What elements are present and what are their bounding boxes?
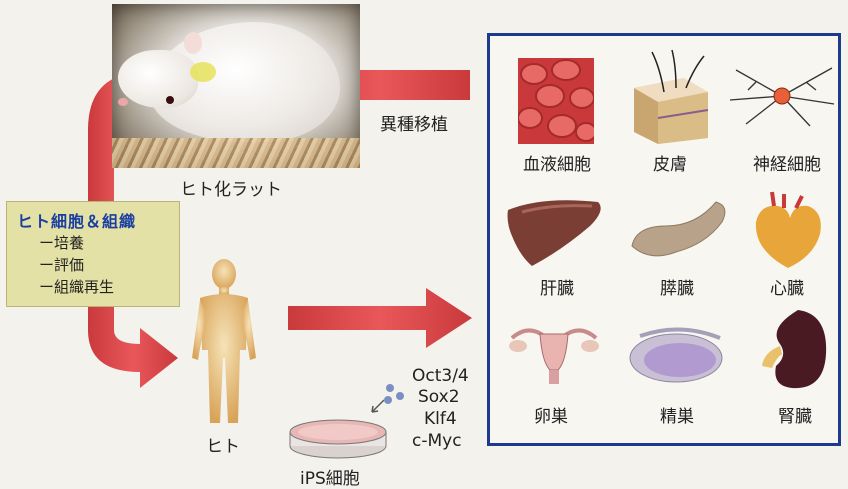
- organ-label-blood: 血液細胞: [502, 150, 612, 175]
- organ-label-liver: 肝臓: [502, 274, 612, 299]
- cell-box-item: ー培養: [39, 232, 169, 254]
- factor-sox2: Sox2: [418, 387, 460, 407]
- rat-head: [118, 50, 198, 108]
- rat-spot: [190, 62, 216, 82]
- arrow-factors-to-dish: [372, 400, 384, 412]
- virus-particles: [384, 384, 404, 404]
- human-label: ヒト: [206, 432, 240, 457]
- organ-label-skin: 皮膚: [615, 150, 725, 175]
- factor-klf4: Klf4: [424, 409, 457, 429]
- rat-ear: [184, 32, 202, 54]
- factor-oct34: Oct3/4: [412, 366, 469, 386]
- arrow-box-to-human: [88, 305, 178, 388]
- ovary-icon: [504, 318, 604, 388]
- organ-label-ovary: 卵巣: [496, 402, 606, 427]
- testis-icon: [620, 318, 732, 388]
- xenograft-label: 異種移植: [380, 110, 448, 135]
- factor-cmyc: c-Myc: [412, 431, 462, 451]
- organ-label-neuron: 神経細胞: [732, 150, 842, 175]
- ips-label: iPS細胞: [300, 464, 360, 489]
- organ-label-kidney: 腎臓: [740, 402, 848, 427]
- petri-dish-icon: [286, 412, 390, 462]
- skin-icon: [624, 48, 716, 144]
- human-figure: [184, 258, 264, 428]
- pancreas-icon: [626, 196, 730, 266]
- organ-label-testis: 精巣: [622, 402, 732, 427]
- heart-icon: [748, 190, 828, 272]
- cell-box-title: ヒト細胞＆組織: [17, 208, 169, 232]
- organ-label-heart: 心臓: [732, 274, 842, 299]
- kidney-icon: [758, 306, 830, 392]
- liver-icon: [502, 196, 606, 268]
- cell-box-item: ー評価: [39, 254, 169, 276]
- human-cell-tissue-box: ヒト細胞＆組織 ー培養 ー評価 ー組織再生: [6, 201, 180, 307]
- cell-box-item: ー組織再生: [39, 276, 169, 298]
- blood-cells-icon: [518, 58, 594, 144]
- rat-bedding: [112, 138, 360, 168]
- rat-nose: [118, 98, 128, 106]
- rat-eye: [166, 96, 174, 104]
- rat-label: ヒト化ラット: [180, 175, 282, 200]
- organ-label-pancreas: 膵臓: [622, 274, 732, 299]
- neuron-icon: [726, 60, 836, 130]
- arrow-human-to-organs: [288, 288, 472, 348]
